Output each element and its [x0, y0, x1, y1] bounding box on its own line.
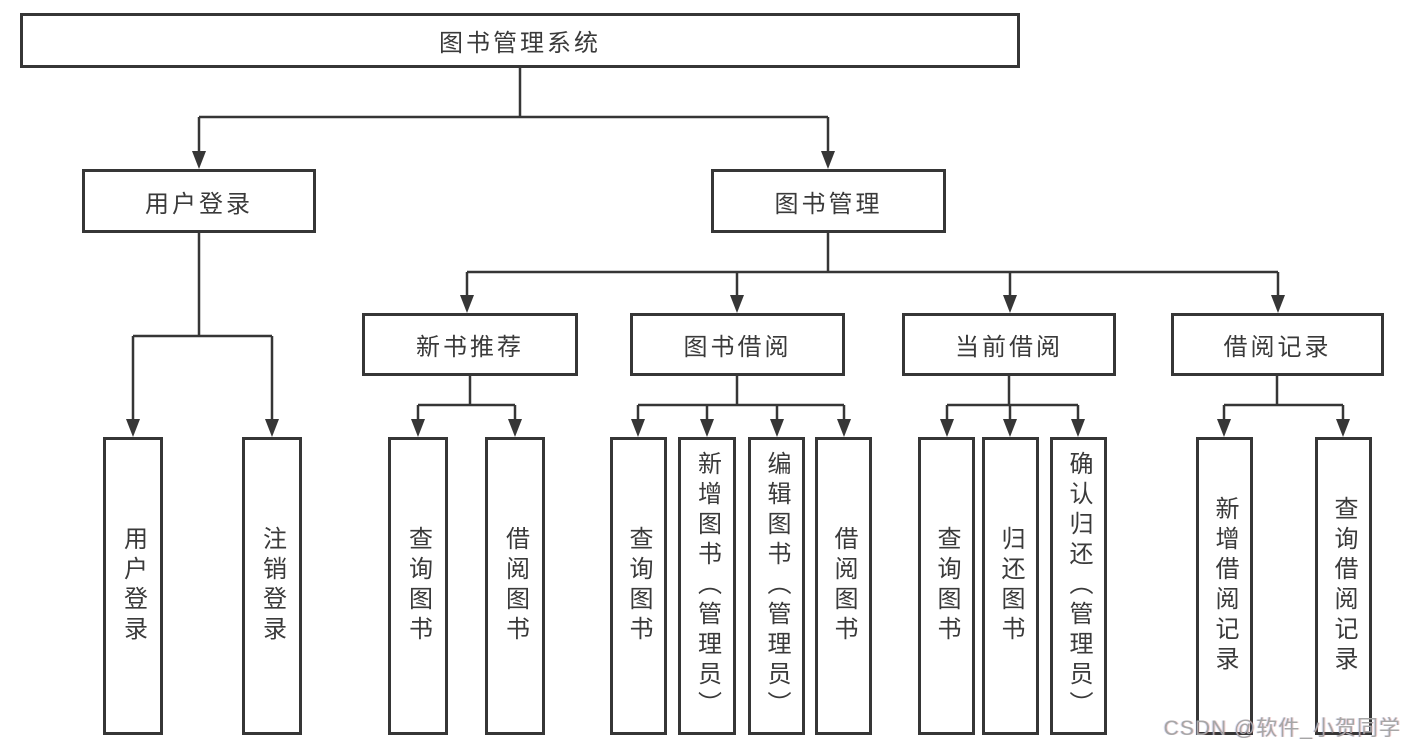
arrow-down-icon [837, 419, 851, 437]
leaf-borrow-books: 借阅图书 [815, 437, 872, 735]
arrow-down-icon [265, 419, 279, 437]
node-user-login: 用户登录 [82, 169, 316, 233]
arrow-down-icon [126, 419, 140, 437]
leaf-add-borrow-record-label: 新增借阅记录 [1211, 496, 1238, 676]
leaf-query-books-recommend-label: 查询图书 [404, 526, 432, 646]
arrow-down-icon [192, 151, 206, 169]
leaf-return-book-label: 归还图书 [997, 526, 1024, 646]
leaf-query-borrow-record-label: 查询借阅记录 [1330, 496, 1357, 676]
leaf-query-books-current-label: 查询图书 [933, 526, 960, 646]
node-book-management: 图书管理 [711, 169, 946, 233]
leaf-user-login: 用户登录 [103, 437, 163, 735]
arrow-down-icon [821, 151, 835, 169]
node-user-login-label: 用户登录 [145, 190, 253, 218]
arrow-down-icon [1071, 419, 1085, 437]
leaf-logout: 注销登录 [242, 437, 302, 735]
leaf-add-book-admin: 新增图书（管理员） [678, 437, 736, 735]
leaf-user-login-label: 用户登录 [119, 526, 147, 646]
arrow-down-icon [1336, 419, 1350, 437]
leaf-borrow-books-label: 借阅图书 [830, 526, 857, 646]
leaf-logout-label: 注销登录 [258, 526, 286, 646]
arrow-down-icon [1217, 419, 1231, 437]
node-current-borrow-label: 当前借阅 [955, 334, 1063, 361]
watermark-text: CSDN @软件_小贺同学 [1163, 717, 1401, 740]
leaf-return-book: 归还图书 [982, 437, 1039, 735]
leaf-confirm-return-admin: 确认归还（管理员） [1050, 437, 1107, 735]
leaf-query-books-current: 查询图书 [918, 437, 975, 735]
node-new-book-recommend-label: 新书推荐 [416, 334, 524, 361]
leaf-edit-book-admin-label: 编辑图书（管理员） [763, 451, 790, 721]
connector-paths [131, 68, 1345, 420]
node-book-borrow-label: 图书借阅 [683, 334, 792, 361]
arrow-down-icon [940, 419, 954, 437]
leaf-query-books-borrow: 查询图书 [610, 437, 667, 735]
leaf-query-books-borrow-label: 查询图书 [625, 526, 652, 646]
leaf-borrow-books-recommend-label: 借阅图书 [501, 526, 529, 646]
node-root-label: 图书管理系统 [439, 30, 601, 57]
node-book-borrow: 图书借阅 [630, 313, 845, 376]
leaf-query-borrow-record: 查询借阅记录 [1315, 437, 1372, 735]
leaf-confirm-return-admin-label: 确认归还（管理员） [1065, 451, 1092, 721]
arrowheads [126, 151, 1350, 437]
arrow-down-icon [411, 419, 425, 437]
leaf-add-borrow-record: 新增借阅记录 [1196, 437, 1253, 735]
arrow-down-icon [700, 419, 714, 437]
arrow-down-icon [730, 295, 744, 313]
leaf-query-books-recommend: 查询图书 [388, 437, 448, 735]
node-current-borrow: 当前借阅 [902, 313, 1116, 376]
leaf-add-book-admin-label: 新增图书（管理员） [693, 451, 721, 721]
leaf-edit-book-admin: 编辑图书（管理员） [748, 437, 805, 735]
node-book-management-label: 图书管理 [774, 190, 883, 218]
arrow-down-icon [1003, 419, 1017, 437]
node-borrow-records: 借阅记录 [1171, 313, 1384, 376]
arrow-down-icon [631, 419, 645, 437]
arrow-down-icon [1271, 295, 1285, 313]
node-borrow-records-label: 借阅记录 [1223, 334, 1332, 361]
arrow-down-icon [770, 419, 784, 437]
leaf-borrow-books-recommend: 借阅图书 [485, 437, 545, 735]
arrow-down-icon [1003, 295, 1017, 313]
arrow-down-icon [508, 419, 522, 437]
node-new-book-recommend: 新书推荐 [362, 313, 578, 376]
arrow-down-icon [460, 295, 474, 313]
node-root: 图书管理系统 [20, 13, 1020, 68]
